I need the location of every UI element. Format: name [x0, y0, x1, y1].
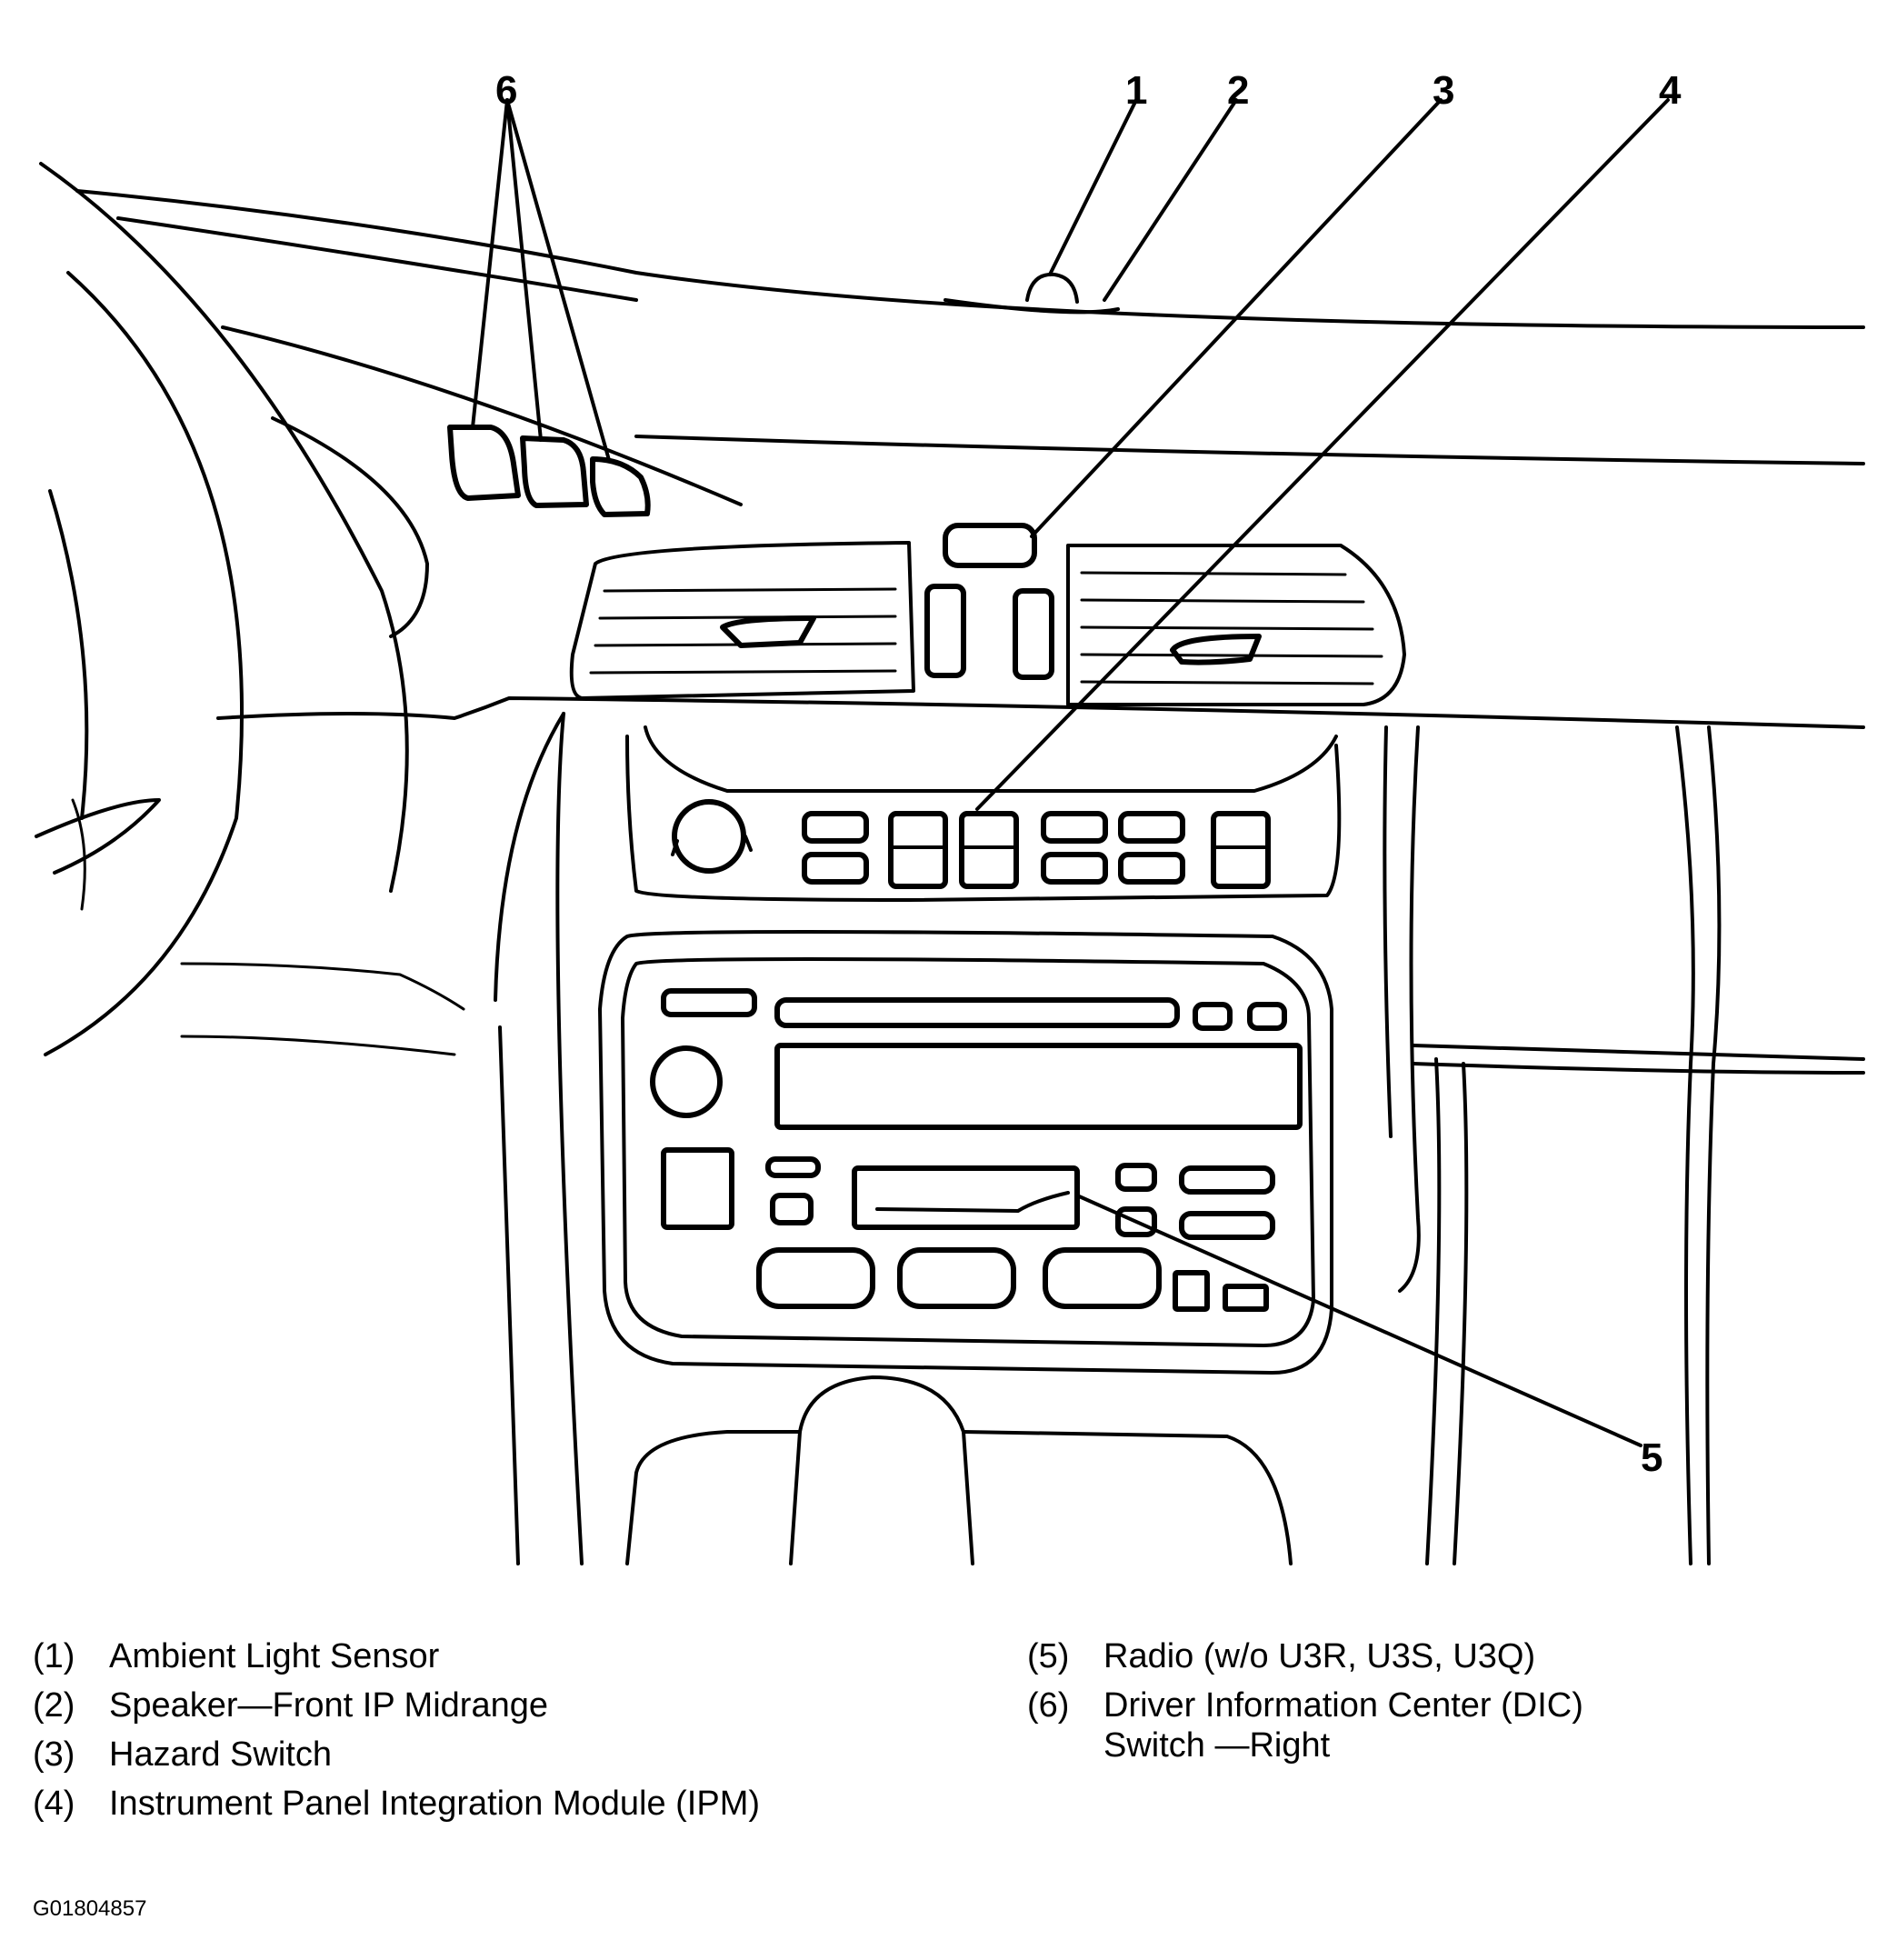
callout-6: 6: [495, 68, 518, 113]
callout-1: 1: [1125, 68, 1148, 113]
stack-left-edge-3: [498, 1025, 520, 1565]
callout-2: 2: [1227, 68, 1250, 113]
stack-left-edge: [494, 712, 565, 1002]
dashboard-line-drawing: [35, 98, 1865, 1565]
stack-right-edge-2: [1383, 725, 1393, 1138]
center-switch-right: [1013, 588, 1054, 680]
dash-cluster-hood: [221, 325, 743, 506]
ipm-climate-panel: [625, 725, 1342, 902]
callout-3: 3: [1433, 68, 1455, 113]
speaker-grille-line: [944, 298, 1120, 315]
dash-shelf-line: [216, 696, 1865, 729]
legend: (1) Ambient Light Sensor (2) Speaker—Fro…: [33, 1637, 1583, 1823]
callout-leaders: [471, 98, 1670, 1447]
console-left: [625, 1430, 802, 1565]
right-air-vent: [1066, 544, 1406, 706]
stack-right-edge: [1398, 725, 1421, 1293]
dic-switches: [447, 425, 651, 517]
shifter-boot: [798, 1375, 965, 1434]
left-air-vent: [569, 541, 915, 700]
steering-column: [71, 798, 86, 911]
console-right-edge: [1453, 1062, 1469, 1565]
steering-wheel-rim-outer: [39, 162, 409, 893]
glovebox-left-edge: [1675, 725, 1695, 1565]
dash-top-edge: [75, 189, 1865, 329]
radio: [598, 930, 1333, 1375]
steering-wheel-spoke: [48, 489, 89, 820]
glovebox-left-edge-2: [1705, 725, 1722, 1565]
dash-lower-line-2: [1412, 1062, 1865, 1075]
steering-wheel-rim-inner: [44, 271, 245, 1056]
dash-mid-line: [634, 435, 1865, 465]
dash-lower-line: [1412, 1044, 1865, 1061]
console-right: [962, 1430, 1293, 1565]
console-right-edge-2: [1425, 1057, 1442, 1565]
callout-4: 4: [1659, 68, 1682, 113]
center-switch-left: [924, 584, 966, 678]
callout-5: 5: [1641, 1435, 1663, 1480]
figure-id: G01804857: [33, 1896, 147, 1921]
hazard-switch: [943, 523, 1037, 568]
ambient-light-sensor-dome: [1025, 272, 1079, 304]
stack-left-edge-2: [555, 712, 584, 1565]
shifter-sides: [789, 1430, 974, 1565]
knee-bolster-line: [180, 962, 465, 1011]
steering-wheel-hub: [35, 798, 161, 875]
cluster-brow: [271, 416, 429, 638]
knee-bolster-line-2: [180, 1035, 456, 1056]
